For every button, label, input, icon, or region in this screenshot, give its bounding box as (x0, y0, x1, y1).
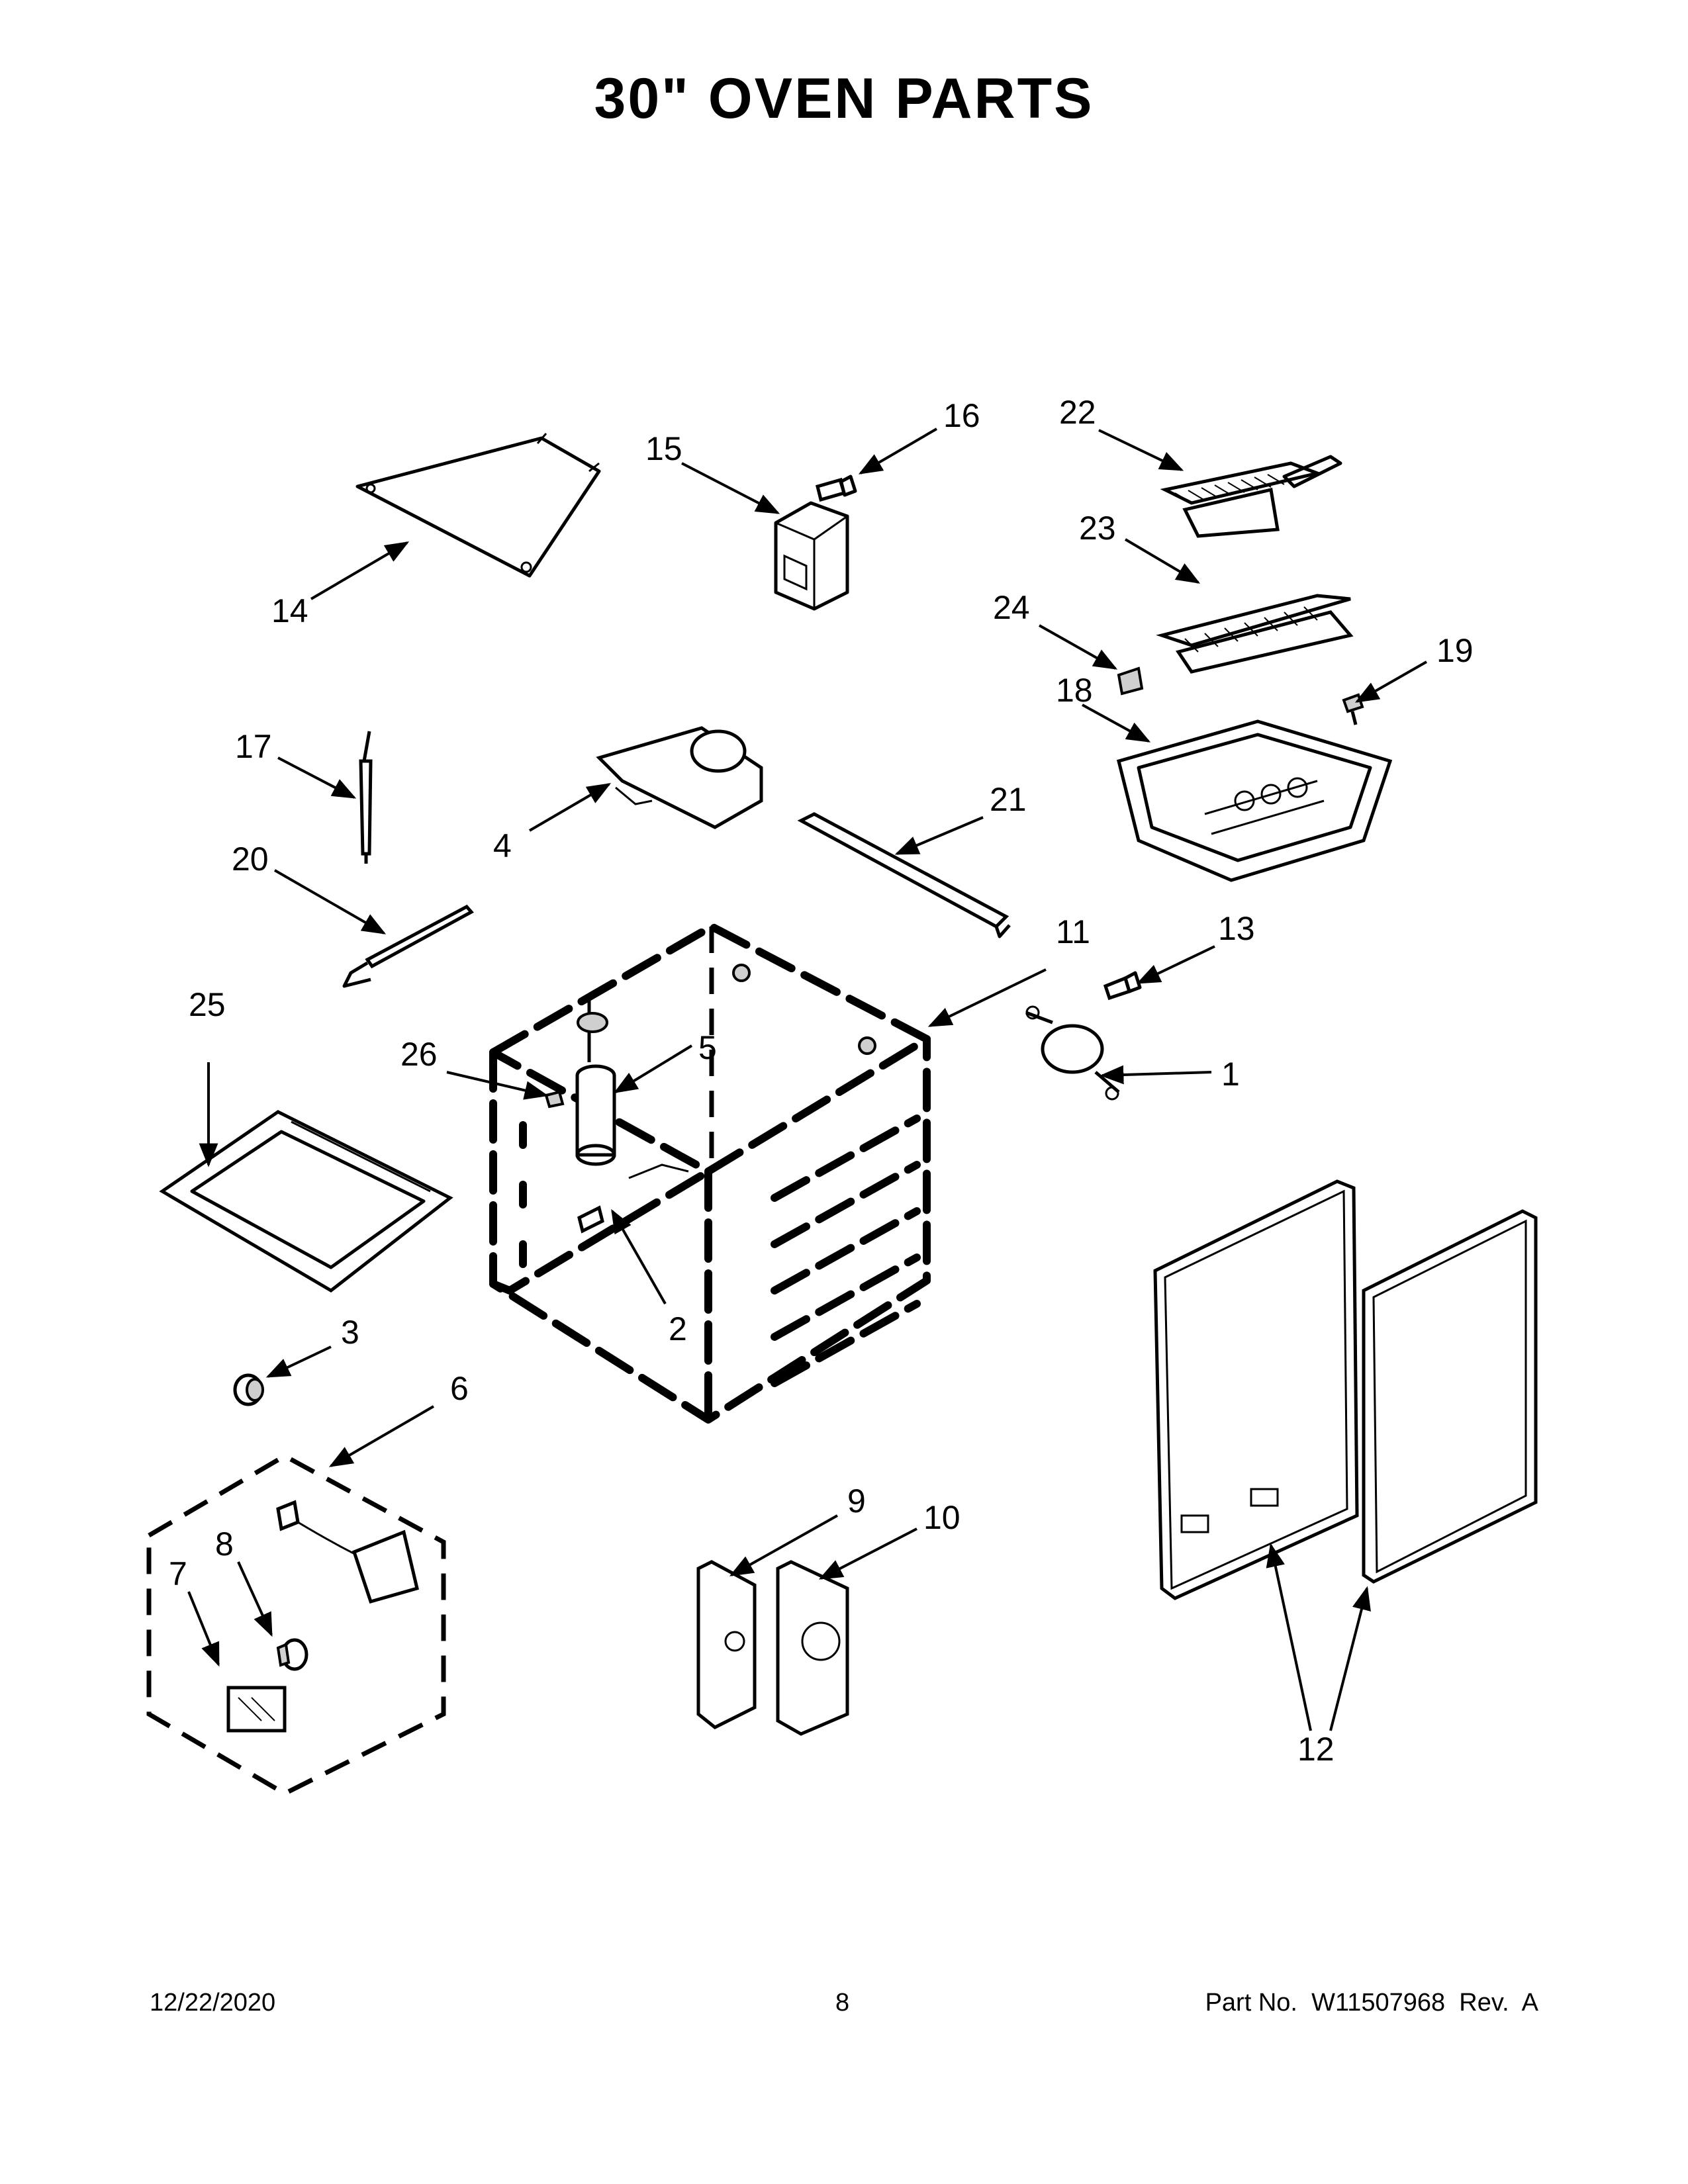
part-13-screw (1103, 971, 1142, 1001)
callout-8: 8 (215, 1525, 234, 1563)
part-12-side-panel-front (1153, 1179, 1359, 1600)
part-18-tray (1116, 719, 1393, 882)
callout-19: 19 (1436, 632, 1474, 669)
part-17-igniter (359, 731, 373, 864)
callout-4: 4 (493, 827, 512, 864)
part-21-rail (797, 812, 1011, 938)
callout-6: 6 (450, 1370, 469, 1407)
footer-date: 12/22/2020 (150, 1989, 276, 2017)
footer-part-number: Part No. W11507968 Rev. A (1205, 1989, 1538, 2017)
part-1-thermostat (1025, 1005, 1120, 1101)
callout-22: 22 (1059, 394, 1096, 431)
page-title: 30" OVEN PARTS (594, 67, 1094, 130)
part-24-clip (1117, 666, 1144, 696)
callout-11: 11 (1056, 913, 1090, 950)
callout-3: 3 (341, 1314, 359, 1351)
callout-25: 25 (189, 986, 226, 1023)
part-23-element (1156, 594, 1354, 674)
callout-1: 1 (1221, 1056, 1240, 1093)
part-22-upper-element (1160, 455, 1342, 538)
part-7-lens (226, 1686, 287, 1733)
callout-17: 17 (235, 728, 272, 765)
part-4-control-assembly (596, 726, 763, 829)
callout-14: 14 (271, 592, 308, 629)
callout-21: 21 (990, 781, 1027, 818)
rack-slot-group (519, 1115, 921, 1387)
callout-10: 10 (923, 1499, 961, 1536)
part-10-hinge (776, 1560, 849, 1736)
callout-labels: 1 2 3 4 5 6 7 8 9 10 11 12 13 14 15 16 1… (169, 394, 1474, 1768)
callout-16: 16 (943, 397, 980, 434)
part-25-broil-pan (159, 1110, 453, 1293)
callout-24: 24 (993, 589, 1030, 626)
callout-26: 26 (400, 1036, 438, 1073)
footer-page-number: 8 (835, 1989, 850, 2017)
callout-23: 23 (1079, 510, 1116, 547)
part-12-side-panel-rear (1362, 1209, 1538, 1584)
callout-7: 7 (169, 1555, 187, 1592)
part-14-cover-plate (355, 433, 601, 578)
part-5-fan-motor (575, 999, 616, 1166)
callout-2: 2 (669, 1310, 687, 1347)
part-9-hinge (696, 1560, 757, 1729)
callout-5: 5 (698, 1029, 717, 1066)
part-2-bracket (577, 1163, 689, 1234)
callout-13: 13 (1218, 910, 1255, 947)
callout-9: 9 (847, 1482, 866, 1520)
part-16-screw (815, 475, 857, 502)
part-6-light-assembly (146, 1453, 446, 1796)
callout-18: 18 (1056, 672, 1093, 709)
leader-lines (187, 428, 1427, 1731)
part-20-sensor (342, 904, 474, 988)
part-26-screw (544, 1090, 565, 1109)
part-8-bulb (276, 1638, 308, 1671)
part-15-vent-box (774, 501, 849, 611)
callout-15: 15 (645, 430, 682, 467)
callout-12: 12 (1297, 1731, 1335, 1768)
part-11-oven-cavity (489, 923, 931, 1424)
part-3-knob (233, 1373, 264, 1406)
callout-20: 20 (232, 841, 269, 878)
